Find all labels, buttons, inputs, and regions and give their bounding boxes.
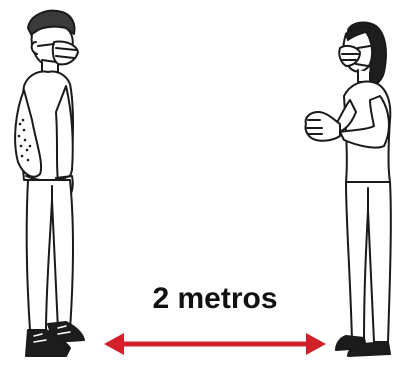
arrow-head-right-icon <box>306 333 326 355</box>
man-figure <box>15 11 84 356</box>
man-legs <box>27 180 73 332</box>
arrow-head-left-icon <box>104 333 124 355</box>
man-mask-icon <box>53 41 78 64</box>
distance-label: 2 metros <box>125 282 305 316</box>
woman-hands <box>305 112 340 141</box>
distance-arrow <box>104 333 326 355</box>
woman-figure <box>305 23 390 356</box>
